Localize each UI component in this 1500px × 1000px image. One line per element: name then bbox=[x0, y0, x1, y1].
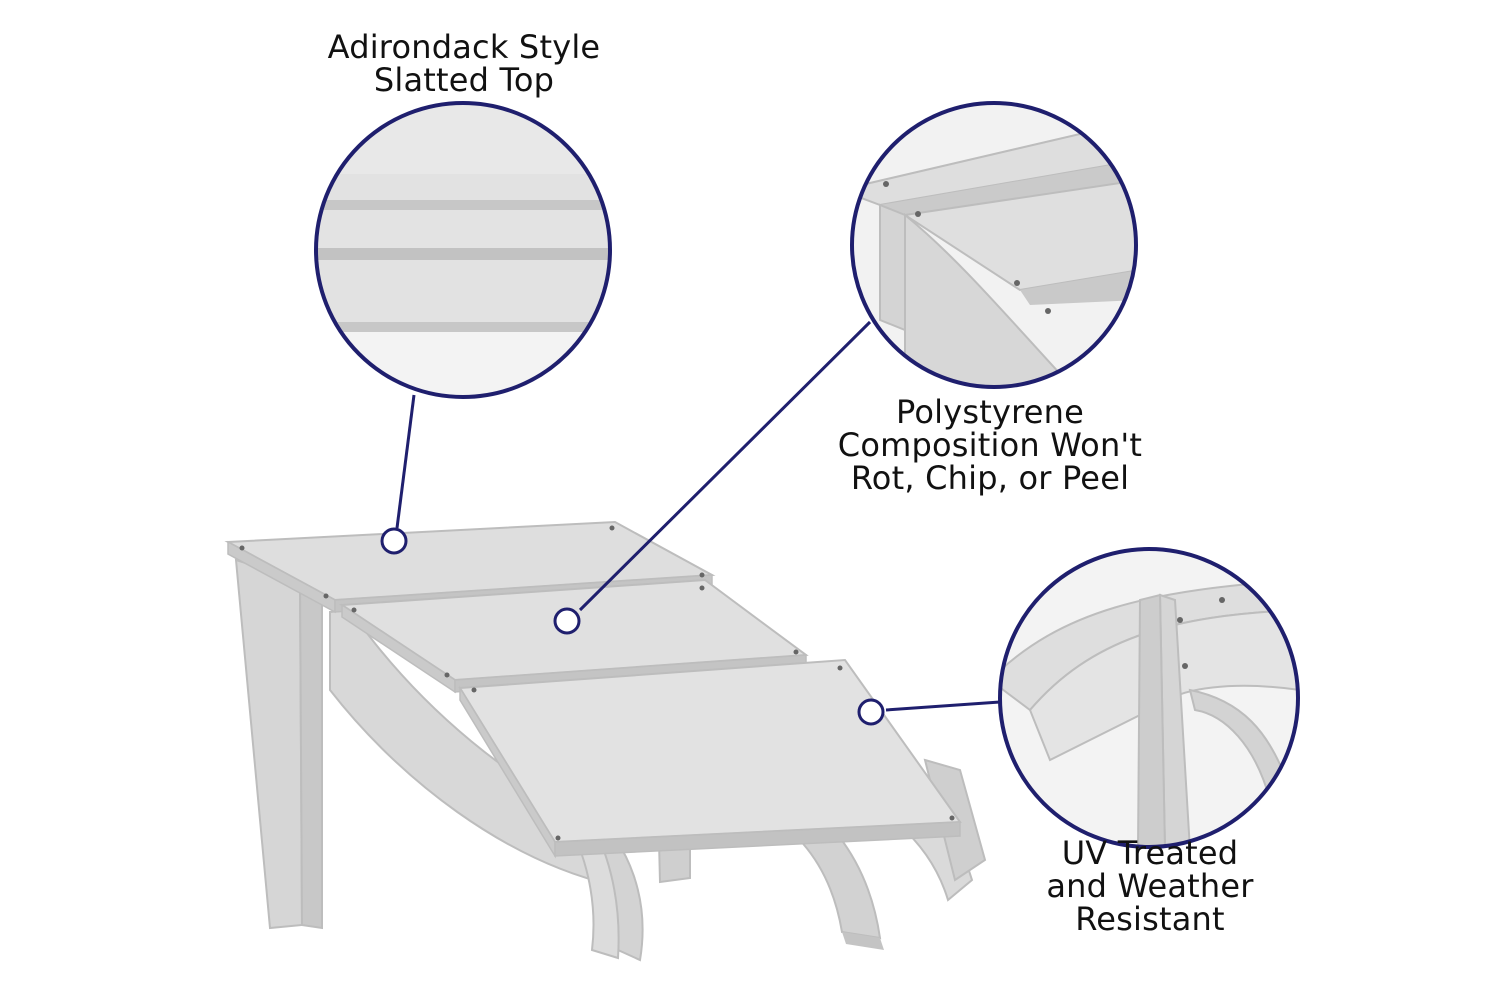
label-line: Composition Won't bbox=[837, 426, 1143, 464]
leader-lines bbox=[395, 320, 1001, 712]
zoom-circle-corner-icon bbox=[850, 101, 1138, 389]
zoom-circle-slats-icon bbox=[314, 101, 612, 399]
label-line: UV Treated bbox=[1061, 834, 1239, 872]
ottoman bbox=[224, 520, 987, 962]
callout-dots bbox=[380, 527, 885, 726]
label-line: Adirondack Style bbox=[327, 28, 601, 66]
label-line: Slatted Top bbox=[373, 61, 555, 99]
callout-label-uv-treated: UV Treated and Weather Resistant bbox=[1010, 837, 1290, 936]
label-line: and Weather bbox=[1046, 867, 1254, 905]
label-line: Polystyrene bbox=[895, 393, 1085, 431]
zoom-circle-leg-icon bbox=[998, 547, 1300, 849]
label-line: Resistant bbox=[1075, 900, 1225, 938]
label-line: Rot, Chip, or Peel bbox=[850, 459, 1130, 497]
callout-label-polystyrene: Polystyrene Composition Won't Rot, Chip,… bbox=[800, 396, 1180, 495]
callout-label-slatted-top: Adirondack Style Slatted Top bbox=[294, 31, 634, 97]
